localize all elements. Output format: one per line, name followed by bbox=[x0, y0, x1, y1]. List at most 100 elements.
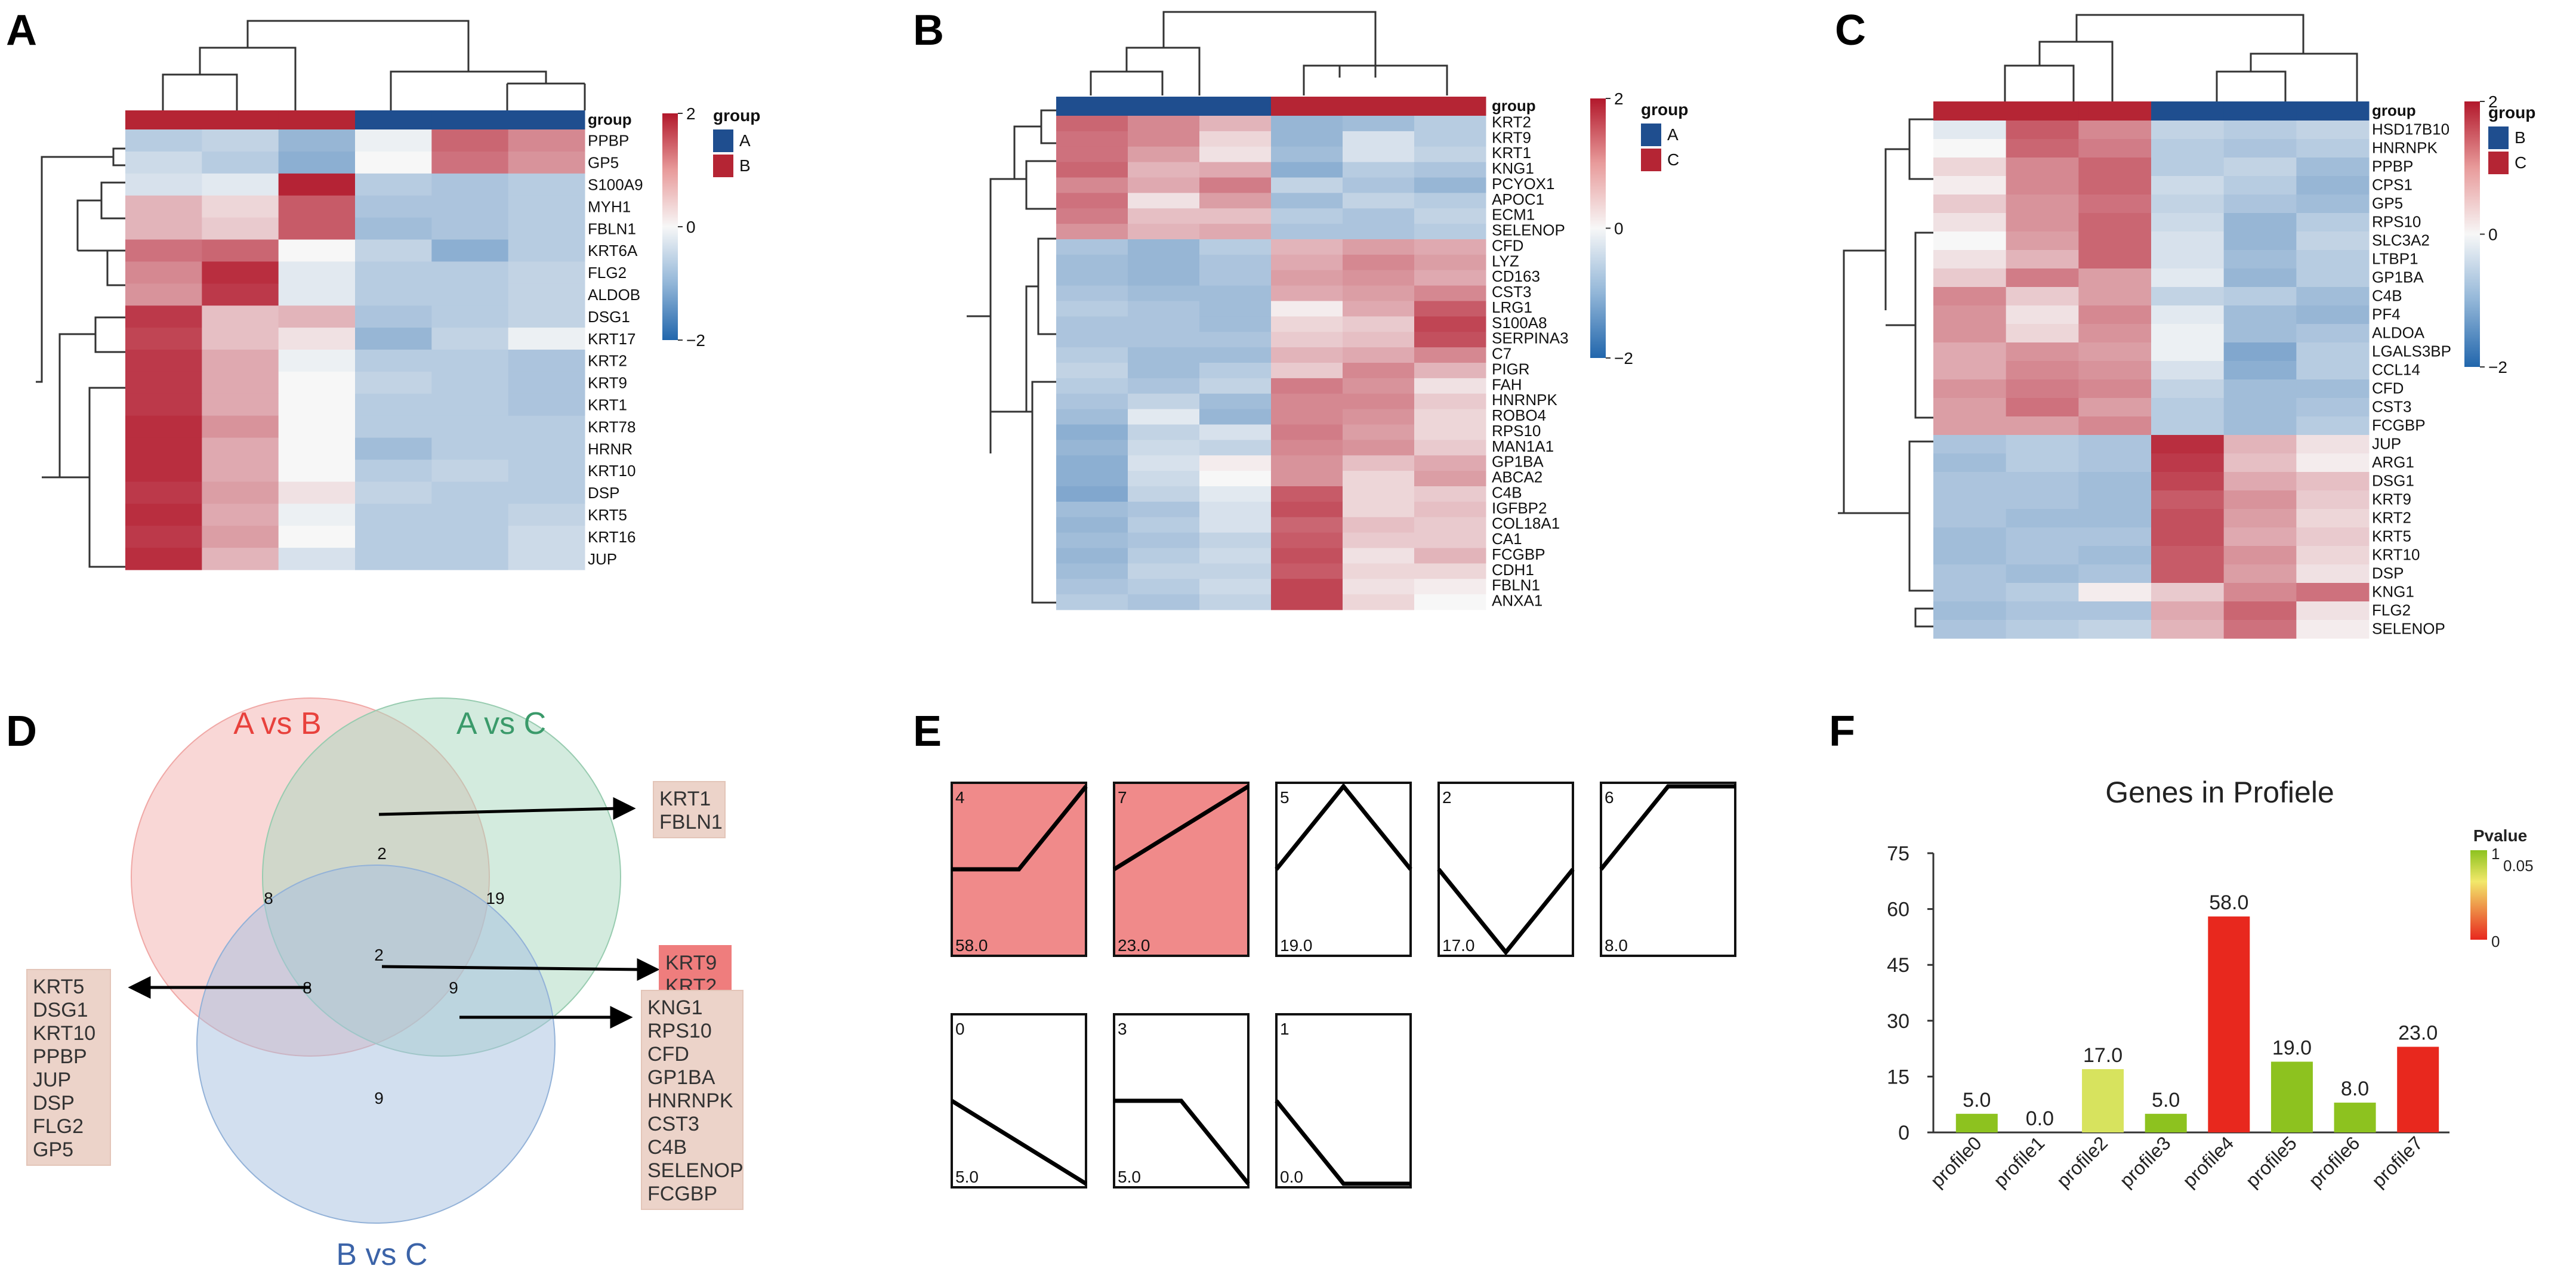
color-scale-bar bbox=[2464, 101, 2480, 367]
x-tick-label: profile6 bbox=[2304, 1132, 2364, 1191]
heatmap-cell bbox=[1271, 301, 1343, 317]
gene-label: DSP bbox=[2372, 564, 2404, 582]
gene-label: KRT5 bbox=[588, 506, 627, 524]
row-dendrogram bbox=[36, 147, 125, 568]
heatmap-cell bbox=[1199, 208, 1272, 224]
heatmap-cell bbox=[355, 328, 432, 350]
heatmap-cell bbox=[2296, 139, 2370, 158]
heatmap-cell bbox=[2296, 379, 2370, 399]
heatmap-cell bbox=[2296, 324, 2370, 343]
heatmap-cell bbox=[355, 350, 432, 372]
heatmap-cell bbox=[1056, 594, 1128, 610]
heatmap-cell bbox=[2151, 121, 2225, 140]
heatmap-cell bbox=[1271, 177, 1343, 193]
y-tick-label: 75 bbox=[1887, 842, 1909, 865]
group-bar-cell bbox=[2006, 101, 2079, 121]
heatmap-cell bbox=[2296, 601, 2370, 621]
heatmap-cell bbox=[278, 548, 356, 570]
heatmap-cell bbox=[2078, 342, 2152, 362]
heatmap-cell bbox=[1199, 579, 1272, 595]
heatmap-cell bbox=[1414, 224, 1486, 240]
heatmap-cell bbox=[1933, 305, 2007, 325]
heatmap-cell bbox=[1414, 193, 1486, 209]
gene-label: GP5 bbox=[588, 154, 619, 172]
profile-count: 58.0 bbox=[955, 936, 988, 955]
gene-label: CA1 bbox=[1492, 530, 1522, 548]
gene-label: FBLN1 bbox=[588, 220, 636, 237]
heatmap-cell bbox=[2223, 268, 2297, 288]
gene-box-label: GP1BA bbox=[647, 1066, 715, 1089]
heatmap-cell bbox=[2296, 583, 2370, 602]
bar bbox=[2397, 1047, 2439, 1132]
heatmap-cell bbox=[431, 305, 509, 328]
group-header: group bbox=[2372, 101, 2416, 119]
gene-label: ROBO4 bbox=[1492, 406, 1546, 424]
gene-label: CST3 bbox=[1492, 283, 1531, 301]
gene-label: KRT9 bbox=[1492, 128, 1531, 146]
heatmap-cell bbox=[2078, 176, 2152, 195]
bar bbox=[2208, 916, 2250, 1132]
gene-label: COL18A1 bbox=[1492, 514, 1560, 532]
bar-value-label: 58.0 bbox=[2209, 891, 2248, 914]
heatmap-cell bbox=[2078, 564, 2152, 584]
gene-box bbox=[26, 969, 111, 1166]
heatmap-cell bbox=[1343, 162, 1415, 178]
heatmap-cell bbox=[1343, 146, 1415, 163]
profile-line bbox=[951, 1099, 1087, 1186]
profile-frame bbox=[1437, 782, 1574, 957]
heatmap-cell bbox=[355, 437, 432, 460]
heatmap-cell bbox=[431, 283, 509, 306]
bar-value-label: 8.0 bbox=[2341, 1078, 2369, 1100]
gene-label: C4B bbox=[2372, 286, 2402, 304]
profile-box: 217.0 bbox=[1437, 782, 1575, 957]
column-dendrogram bbox=[1090, 11, 1448, 95]
bar-value-label: 0.0 bbox=[2026, 1107, 2054, 1130]
heatmap-cell bbox=[1128, 332, 1200, 348]
heatmap-cell bbox=[1199, 393, 1272, 410]
heatmap-cell bbox=[1414, 440, 1486, 456]
heatmap-cell bbox=[2296, 250, 2370, 269]
heatmap-cell bbox=[431, 437, 509, 460]
heatmap-cell bbox=[2296, 620, 2370, 639]
bar bbox=[2082, 1069, 2124, 1132]
heatmap-cell bbox=[1199, 378, 1272, 394]
x-tick-label: profile7 bbox=[2367, 1132, 2427, 1191]
gene-label: PIGR bbox=[1492, 360, 1530, 378]
heatmap-cell bbox=[355, 504, 432, 526]
heatmap-cell bbox=[1343, 347, 1415, 363]
group-bar-cell bbox=[125, 110, 202, 129]
heatmap-cell bbox=[1056, 316, 1128, 332]
heatmap-cell bbox=[1343, 224, 1415, 240]
group-header: group bbox=[588, 110, 632, 128]
heatmap-cell bbox=[1128, 316, 1200, 332]
venn-arrows bbox=[128, 797, 660, 1029]
heatmap-cell bbox=[278, 437, 356, 460]
heatmap-cell bbox=[2223, 620, 2297, 639]
heatmap-cell bbox=[2151, 435, 2225, 454]
heatmap-cell bbox=[1056, 532, 1128, 548]
heatmap-cell bbox=[125, 217, 202, 240]
heatmap-cell bbox=[1199, 440, 1272, 456]
heatmap-cell bbox=[1128, 363, 1200, 379]
heatmap-cell bbox=[355, 173, 432, 196]
legend-title: group bbox=[1641, 100, 1688, 119]
heatmap-cell bbox=[1056, 563, 1128, 579]
heatmap-cell bbox=[2296, 268, 2370, 288]
heatmap-cell bbox=[202, 217, 279, 240]
profile-count: 23.0 bbox=[1118, 936, 1150, 955]
group-bar-cell bbox=[1343, 97, 1415, 116]
heatmap-cell bbox=[1128, 471, 1200, 487]
profile-count: 0.0 bbox=[1280, 1168, 1303, 1186]
heatmap-cell bbox=[1056, 347, 1128, 363]
heatmap-cell bbox=[1271, 162, 1343, 178]
heatmap-cell bbox=[1414, 424, 1486, 440]
scale-label: −2 bbox=[1614, 349, 1633, 368]
heatmap-panel-c: C groupHSD17B10HNRNPKPPBPCPS1GP5RPS10SLC… bbox=[1835, 7, 2535, 639]
heatmap-cell bbox=[1933, 139, 2007, 158]
gene-label: KRT6A bbox=[588, 242, 638, 260]
heatmap-cell bbox=[125, 261, 202, 284]
gene-label: KRT1 bbox=[1492, 144, 1531, 162]
heatmap-cell bbox=[2078, 601, 2152, 621]
heatmap-cell bbox=[1128, 146, 1200, 163]
gene-label: PPBP bbox=[2372, 157, 2413, 175]
